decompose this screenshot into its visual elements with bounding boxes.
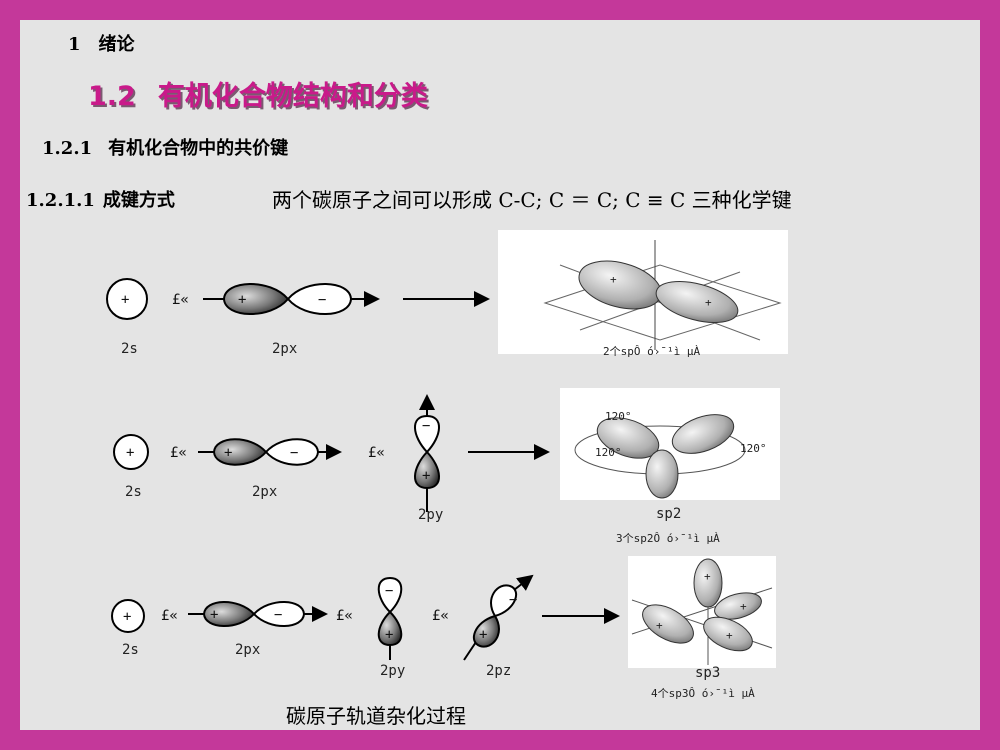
pz-minus-sign: − [509,592,517,608]
svg-text:+: + [704,570,711,583]
2px-label: 2px [272,341,297,357]
subsection-number: 1.2.1 [42,138,93,159]
2py-orbital: − + [414,394,440,512]
sp-caption: 2个spÔ ó›¯¹ì µÀ [603,345,700,358]
plus-symbol-3: £« [432,608,449,624]
2px-orbital: + − [203,283,380,315]
plus-symbol: £« [172,292,189,308]
slide: 1 绪论 1.2 有机化合物结构和分类 1.2.1 有机化合物中的共价键 1.2.1.… [20,20,980,730]
subsubsection-heading: 1.2.1.1 成键方式 [26,186,175,212]
s-sign: + [123,609,131,625]
svg-text:+: + [656,619,663,632]
2s-label: 2s [122,642,139,658]
2py-label: 2py [418,507,443,523]
py-minus-sign: − [385,583,393,599]
svg-text:+: + [726,629,733,642]
svg-text:+: + [705,296,712,309]
2pz-orbital: − + [463,574,534,661]
s-sign: + [126,445,134,461]
bond-types-description: 两个碳原子之间可以形成 C-C; C ＝ C; C ≡ C 三种化学键 [272,188,792,212]
hybridization-diagram: + 2s £« + − 2px + + [106,230,788,700]
row-sp3: + 2s £« + − 2px £« − + 2py £« [111,556,776,700]
chapter-title: 绪论 [98,34,135,55]
2px-orbital: + − [198,438,342,466]
row-sp2: + 2s £« + − 2px £« − + 2py [113,388,780,545]
2s-label: 2s [125,484,142,500]
px-plus-sign: + [224,445,232,461]
subsection-title: 有机化合物中的共价键 [108,138,289,159]
subsection-heading: 1.2.1 有机化合物中的共价键 [42,134,288,160]
2px-label: 2px [252,484,277,500]
row-sp: + 2s £« + − 2px + + [106,230,788,358]
px-plus-sign: + [238,292,246,308]
angle-label-3: 120° [740,442,767,455]
subsubsection-title: 成键方式 [102,190,175,211]
svg-text:+: + [740,600,747,613]
sp3-caption: 4个sp3Ô ó›¯¹ì µÀ [651,687,755,700]
s-sign: + [121,292,129,308]
plus-symbol: £« [170,445,187,461]
chapter-number: 1 [68,34,81,55]
2py-orbital: − + [377,576,403,660]
sp2-orbital-image: 120° 120° 120° [560,388,780,500]
px-minus-sign: − [274,607,282,623]
2s-orbital [106,278,148,320]
px-plus-sign: + [210,607,218,623]
angle-label-2: 120° [595,446,622,459]
section-number: 1.2 [88,81,136,112]
subsubsection-number: 1.2.1.1 [26,190,95,211]
plus-symbol-2: £« [336,608,353,624]
px-minus-sign: − [290,445,298,461]
2s-label: 2s [121,341,138,357]
section-title: 1.2 有机化合物结构和分类 [88,74,428,113]
py-minus-sign: − [422,418,430,434]
2pz-label: 2pz [486,663,511,679]
chapter-heading: 1 绪论 [68,30,135,56]
2px-orbital: + − [188,601,328,627]
sp2-caption: 3个sp2Ô ó›¯¹ì µÀ [616,532,720,545]
2s-orbital [111,599,145,633]
svg-text:+: + [610,273,617,286]
figure-caption: 碳原子轨道杂化过程 [286,704,466,728]
sp3-orbital-image: + + + + [628,556,776,668]
angle-label-1: 120° [605,410,632,423]
sp2-label: sp2 [656,506,681,522]
sp3-label: sp3 [695,665,720,681]
plus-symbol-2: £« [368,445,385,461]
plus-symbol: £« [161,608,178,624]
2s-orbital [113,434,149,470]
sp-orbital-image: + + [498,230,788,354]
section-title-text: 有机化合物结构和分类 [157,81,428,112]
py-plus-sign: + [422,468,430,484]
py-plus-sign: + [385,627,393,643]
2px-label: 2px [235,642,260,658]
px-minus-sign: − [318,292,326,308]
pz-plus-sign: + [479,627,487,643]
2py-label: 2py [380,663,405,679]
